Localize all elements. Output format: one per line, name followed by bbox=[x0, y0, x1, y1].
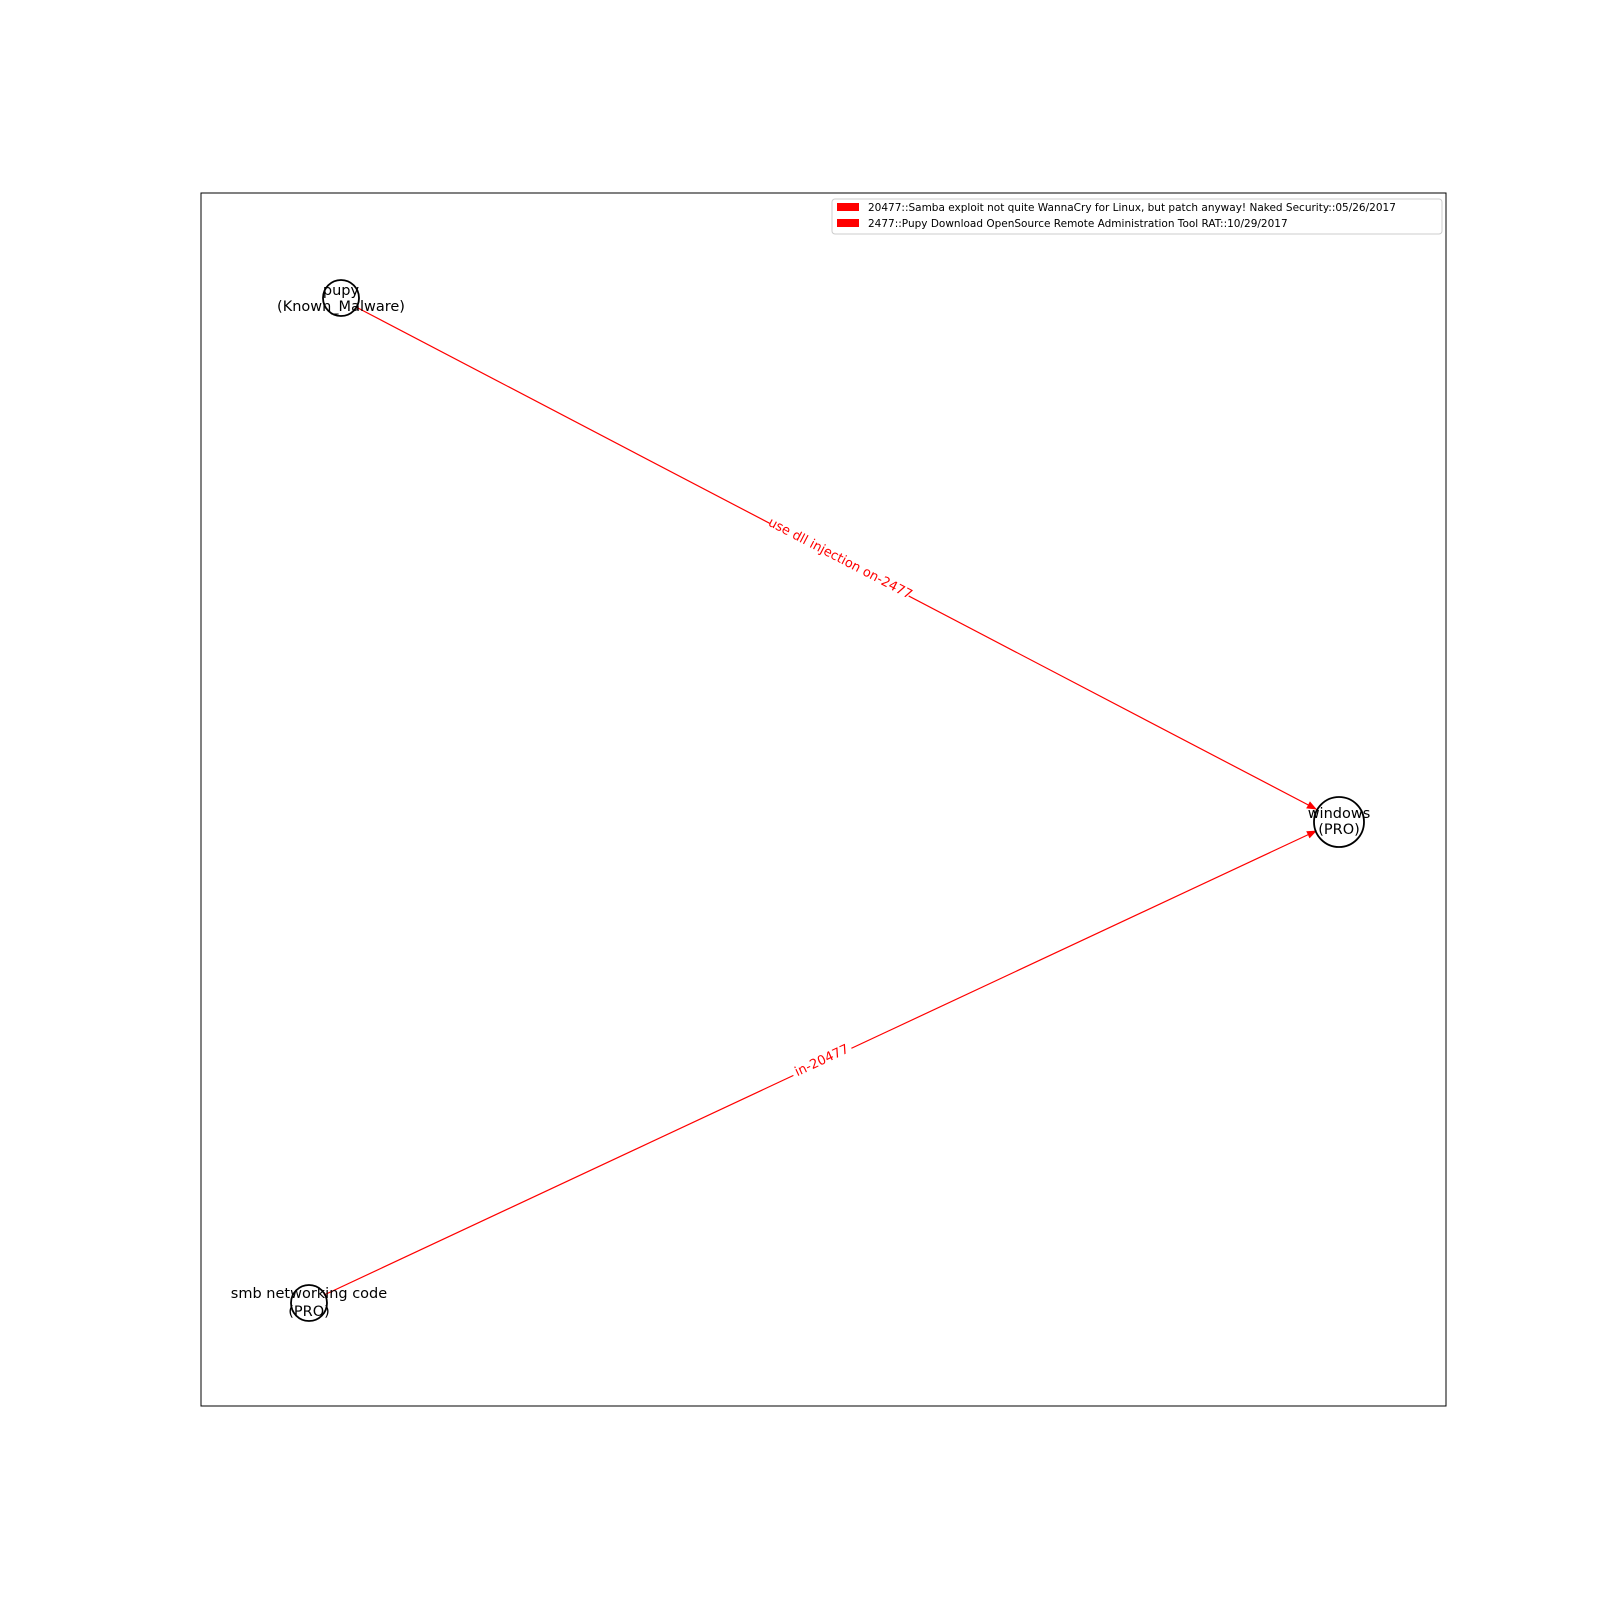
edge-label-pupy-windows: use dll injection on-2477 bbox=[765, 515, 914, 603]
node-pupy-type: (Known_Malware) bbox=[277, 299, 405, 315]
node-pupy-name: pupy bbox=[323, 283, 360, 299]
edge-label-pupy-windows-group: use dll injection on-2477 bbox=[765, 514, 915, 604]
edge-label-smb-windows-group: in-20477 bbox=[788, 1038, 856, 1084]
node-smb-name: smb networking code bbox=[231, 1286, 387, 1302]
legend: 20477::Samba exploit not quite WannaCry … bbox=[831, 198, 1443, 235]
node-windows-name: windows bbox=[1308, 806, 1371, 822]
node-smb-circle bbox=[290, 1284, 328, 1322]
node-smb-type: (PRO) bbox=[288, 1304, 330, 1320]
legend-swatch-1 bbox=[837, 203, 859, 211]
legend-swatch-2 bbox=[837, 219, 859, 227]
node-pupy-circle bbox=[322, 279, 360, 317]
node-pupy: pupy (Known_Malware) bbox=[277, 279, 405, 317]
plot-frame bbox=[200, 192, 1447, 1407]
node-windows-circle bbox=[1313, 796, 1365, 848]
legend-box bbox=[831, 198, 1443, 235]
edges bbox=[323, 306, 1317, 1296]
legend-entry-2: 2477::Pupy Download OpenSource Remote Ad… bbox=[868, 218, 1288, 230]
legend-entry-1: 20477::Samba exploit not quite WannaCry … bbox=[868, 202, 1396, 214]
node-windows-type: (PRO) bbox=[1318, 822, 1360, 838]
node-windows: windows (PRO) bbox=[1308, 796, 1371, 848]
node-smb: smb networking code (PRO) bbox=[231, 1284, 387, 1322]
